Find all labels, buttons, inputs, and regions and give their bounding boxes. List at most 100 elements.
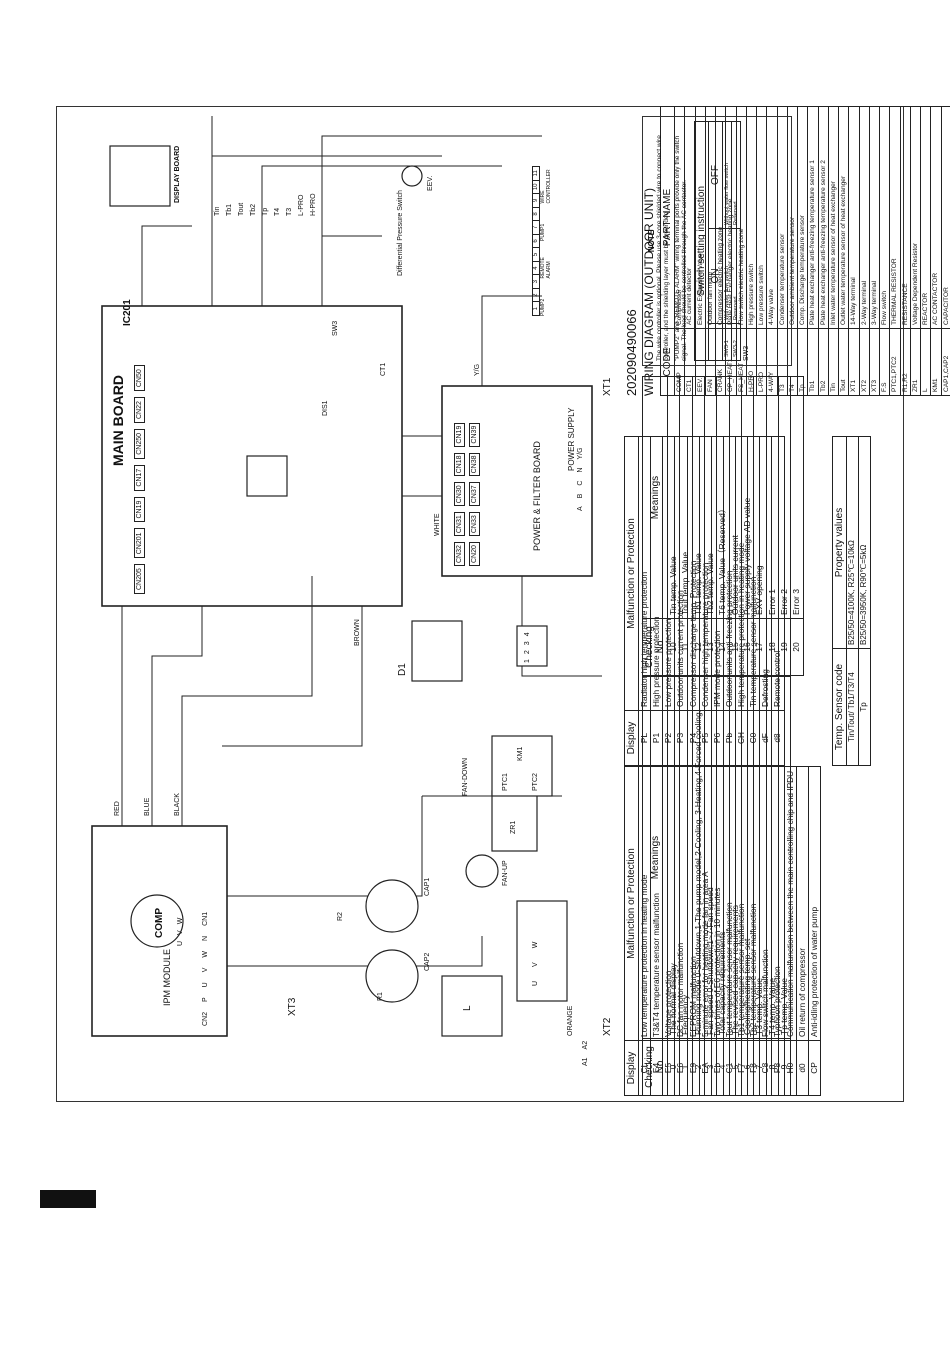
cn19: CN19 — [134, 496, 145, 523]
check2-cell: Error 3 — [790, 376, 804, 619]
check1-cell: 2 — [692, 1038, 705, 1096]
ct2-col-no: Checking No — [642, 618, 668, 676]
xt-small-box — [516, 625, 548, 667]
ipm-cn2: CN2 — [202, 1011, 209, 1026]
fan-down-label: FAN-DOWN — [462, 757, 469, 796]
check2-cell: 13 — [704, 618, 717, 676]
check1-cell: 6 — [741, 1038, 754, 1096]
cn250: CN250 — [134, 428, 145, 459]
xt3-box — [516, 900, 568, 1002]
check1-cell: The normal display — [667, 676, 680, 1039]
pf-cn33: CN33 — [469, 512, 480, 537]
comp-terminals: U V W — [177, 918, 184, 946]
wire-brown: BROWN — [354, 619, 361, 646]
check2-cell: 19 — [778, 618, 791, 676]
xt2-terminals: A1 A2 — [582, 1041, 589, 1066]
check2-cell: EXV opening — [753, 376, 767, 619]
schematic — [91, 116, 602, 1037]
check2-cell: Error 2 — [778, 376, 791, 619]
dps-label: Differential Pressure Switch — [397, 190, 404, 276]
d1-box — [411, 620, 463, 682]
wire-yg: Y/G — [474, 363, 481, 376]
xt1-port-labels: PUMP2 REMOTE ALARM PUMP1 WIRE CONTROLLER — [540, 166, 552, 316]
ipm-n: N — [202, 935, 209, 941]
check2-cell: Tout temp. Value — [679, 376, 693, 619]
main-board-connectors: CN205 CN201 CN19 CN17 CN250 CN22 CN50 — [132, 316, 147, 596]
switch-cell: Reserved — [731, 228, 741, 324]
pf-cn18: CN18 — [454, 452, 465, 477]
pf-cn32: CN32 — [454, 542, 465, 566]
pf-cn37: CN37 — [469, 482, 480, 507]
xt3-label: XT3 — [287, 997, 298, 1016]
xt1-n10: 10 — [533, 179, 539, 194]
cap2-label: CAP2 — [424, 952, 431, 971]
switch-cell: SW3-1 — [722, 323, 732, 361]
zr1-label: ZR1 — [510, 820, 517, 834]
comp-u: U — [177, 940, 184, 946]
xt1-numbers: 1 2 3 4 5 6 7 8 9 10 11 — [532, 166, 540, 316]
pf-cn19: CN19 — [454, 422, 465, 447]
display-board-box — [109, 145, 171, 207]
part-cell: CAPACITOR — [941, 106, 950, 329]
ipm-v: V — [202, 967, 209, 973]
xt1-label: XT1 — [602, 377, 613, 396]
xt3-u: U — [532, 980, 539, 986]
cap1-symbol — [365, 879, 419, 933]
xt-small-3: 3 — [524, 641, 531, 646]
xt-small-4: 4 — [524, 632, 531, 637]
xt2-label: XT2 — [602, 1017, 613, 1036]
xt2-a1: A1 — [582, 1057, 589, 1066]
sensor-t4: T4 — [274, 207, 281, 216]
check2-cell: 11 — [679, 618, 693, 676]
part-cell: ZR1 — [910, 328, 921, 396]
check2-cell: 17 — [753, 618, 767, 676]
power-yg: Y/G — [577, 447, 584, 460]
check1-cell: T4 temp. Value — [766, 676, 779, 1039]
check2-cell: Error 1 — [766, 376, 779, 619]
sw3-switch-label: SW3 — [743, 345, 751, 361]
check2-cell: 10 — [667, 618, 680, 676]
sensor-hpro: H-PRO — [310, 193, 317, 216]
part-cell: KM1 — [930, 328, 941, 396]
check1-cell: Cooling/heating temp. set — [741, 676, 754, 1039]
cn50: CN50 — [134, 365, 145, 392]
xt1-n6: 6 — [533, 233, 539, 248]
switch-col-blank — [708, 323, 723, 361]
xt1-n2: 2 — [533, 287, 539, 302]
check2-cell: 20 — [790, 618, 804, 676]
xt-small-1: 1 — [524, 659, 531, 663]
note-item-2: "PUMP2" and "REMOTE ALARM" wiring termin… — [674, 135, 688, 361]
xt1-n9: 9 — [533, 193, 539, 207]
wire-blue: BLUE — [144, 797, 151, 816]
wire-black: BLACK — [174, 793, 181, 816]
switch-cell: Reserved — [731, 121, 741, 229]
check2-cell: Power supply voltage AD value — [741, 376, 754, 619]
ipm-module-box — [91, 825, 228, 1037]
check1-cell: 8 — [766, 1038, 779, 1096]
power-b: B — [577, 493, 584, 499]
check1-cell: 1 — [679, 1038, 693, 1096]
xt-small-2: 2 — [524, 650, 531, 655]
comp-w: W — [177, 917, 184, 925]
check1-cell: 0 — [667, 1038, 680, 1096]
xt1-n4: 4 — [533, 260, 539, 275]
xt1-n8: 8 — [533, 206, 539, 221]
xt3-terminals: U V W — [532, 942, 539, 986]
sensor-list: Tin Tb1 Tout Tb2 Tp T4 T3 L-PRO H-PRO — [212, 116, 320, 216]
ipm-w: W — [202, 950, 209, 958]
rotated-sheet: MAIN BOARD IPM MODULE POWER & FILTER BOA… — [62, 106, 950, 1096]
page-corner-mark — [40, 1190, 96, 1208]
check2-cell: 12 — [692, 618, 705, 676]
sensor-tp: Tp — [262, 207, 269, 216]
